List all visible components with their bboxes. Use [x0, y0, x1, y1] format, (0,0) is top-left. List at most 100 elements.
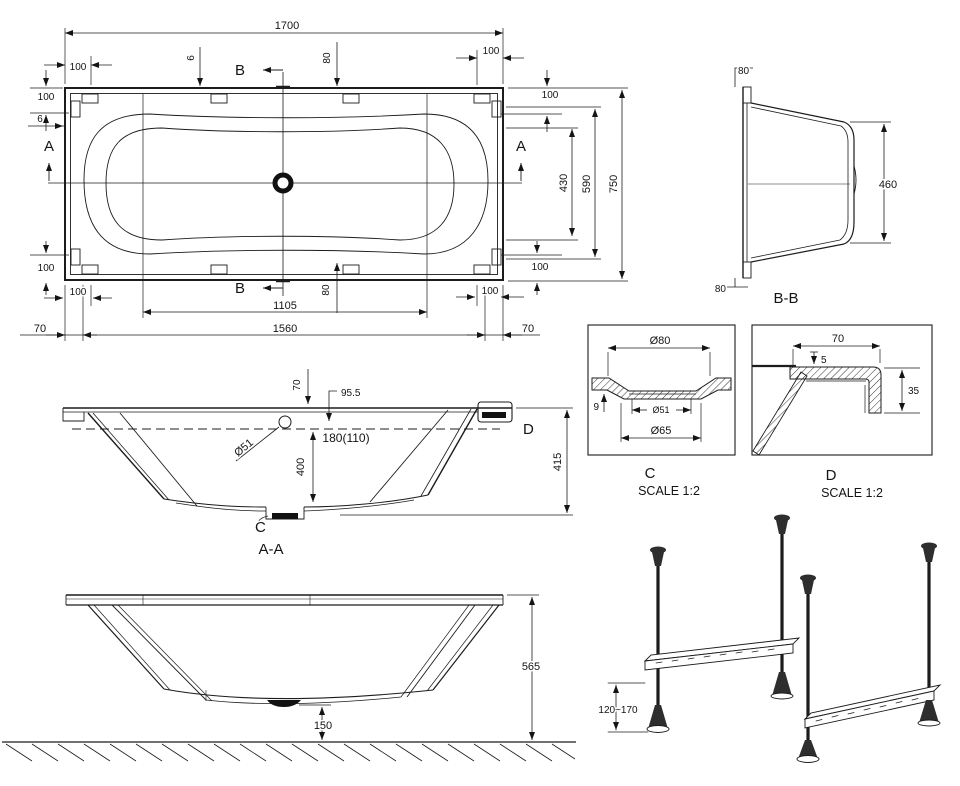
aa-detail-c-ref: C — [255, 519, 266, 536]
rail-slots — [815, 698, 919, 722]
fr-base-outer — [163, 688, 434, 700]
aa-overflow-hole — [278, 415, 292, 429]
dim-70-left: 70 — [34, 323, 46, 335]
mounting-frame-view: 120~170 — [597, 514, 942, 763]
plan-view: A A B B 1700 100 6 80 100 100 6 — [20, 19, 628, 341]
dim-100-right-bottom: 100 — [532, 262, 549, 273]
rod-cap-icon — [652, 552, 664, 566]
detail-c-view: Ø80 9 Ø51 Ø65 C SCALE 1:2 — [587, 324, 736, 500]
aa-right-wall-outer — [427, 408, 478, 496]
dim-dia51-aa: Ø51 — [232, 437, 256, 460]
fr-rim-ends — [65, 595, 504, 605]
bb-end-outer — [843, 121, 855, 245]
dim-dia65: Ø65 — [651, 425, 672, 437]
rod-cap-icon — [650, 546, 666, 554]
section-b-ticks — [276, 85, 290, 283]
dim-80-top: 80 — [322, 52, 333, 64]
detail-d-scale: SCALE 1:2 — [821, 486, 883, 500]
aa-right-wall-pair — [420, 408, 472, 497]
dim-100-top-left: 100 — [70, 62, 87, 73]
fr-left-slope-4 — [117, 604, 213, 702]
fr-right-slope-4 — [400, 604, 470, 698]
dim-95-5: 95.5 — [341, 388, 361, 399]
dim-180-110: 180(110) — [322, 431, 369, 445]
section-b-letter-bottom: B — [235, 280, 245, 297]
detail-c-scale: SCALE 1:2 — [638, 484, 700, 498]
adjustable-foot — [798, 740, 818, 759]
aa-drain-fitting — [272, 513, 298, 519]
tub-rim-inner — [70, 93, 498, 275]
bb-wall-top-outer — [750, 102, 845, 123]
bb-460-extensions — [850, 121, 891, 244]
fr-left-slope-2 — [93, 604, 171, 691]
frame-adjust-extensions — [607, 682, 649, 733]
detail-d-view: 70 5 35 D SCALE 1:2 — [751, 324, 933, 502]
dim-100-left-bottom: 100 — [38, 263, 55, 274]
rod-cap-icon — [802, 580, 814, 594]
dim-1700: 1700 — [275, 20, 299, 32]
c-rim-section — [591, 377, 732, 400]
dim-100-top-right: 100 — [483, 46, 500, 57]
dim-150: 150 — [314, 720, 332, 732]
detail-c-label: C — [645, 465, 656, 482]
detail-d-border — [751, 324, 933, 456]
dim-460: 460 — [879, 179, 897, 191]
rail-front-face — [644, 643, 794, 671]
dim-80-bb-top: 80 — [738, 66, 750, 77]
fr-rim-ticks — [142, 595, 311, 605]
bb-end-inner — [839, 125, 849, 241]
dim-590: 590 — [581, 175, 593, 193]
bowl-bottom-contour — [105, 127, 455, 241]
dim-120-170: 120~170 — [598, 705, 638, 716]
dim-6-top: 6 — [186, 55, 197, 61]
frame-rail-rear — [643, 514, 801, 733]
aa-right-wall-inner — [369, 409, 449, 503]
dim-100-left-top: 100 — [38, 92, 55, 103]
aa-floor-outer — [175, 499, 415, 512]
aa-left-wall-outer — [87, 412, 165, 500]
rod-cap-icon — [774, 514, 790, 522]
dim-70-d: 70 — [832, 333, 844, 345]
section-aa-label: A-A — [258, 541, 283, 558]
detail-d-label: D — [826, 467, 837, 484]
front-elevation-view: 565 150 — [2, 594, 576, 762]
rim-pads — [70, 93, 502, 275]
d-wall-section — [752, 371, 808, 456]
section-a-letter-right: A — [516, 138, 526, 155]
section-bb-view: 460 80 80 B-B — [713, 65, 898, 309]
section-aa-view: Ø51 70 95.5 180(110) 400 415 D C A-A — [62, 369, 573, 560]
dim-100-bottom-left: 100 — [70, 287, 87, 298]
aa-detail-c-leader — [257, 515, 269, 524]
dim-5: 5 — [821, 355, 827, 366]
fr-left-slope-3 — [111, 604, 207, 701]
foot-base — [796, 755, 820, 763]
section-b-letter-top: B — [235, 62, 245, 79]
dim-430: 430 — [558, 174, 570, 192]
fr-left-slope-1 — [87, 604, 165, 690]
floor-extent-lines — [142, 94, 428, 318]
dim-dia51-c: Ø51 — [652, 405, 669, 415]
dim-750: 750 — [608, 175, 620, 193]
rod-cap-icon — [923, 548, 935, 562]
threaded-rods-rear — [656, 526, 784, 708]
adjustable-foot — [648, 705, 668, 729]
aa-detail-d-marker — [477, 401, 513, 423]
dim-1105: 1105 — [273, 300, 297, 312]
fr-right-slope-3 — [406, 604, 476, 698]
plan-dimensions: 1700 100 6 80 100 100 6 100 — [20, 19, 628, 341]
section-a-letter-left: A — [44, 138, 54, 155]
aa-left-wall-pair — [92, 412, 170, 501]
fr-drain-bump — [267, 700, 301, 707]
fr-right-slope-1 — [432, 604, 500, 691]
foot-base — [646, 725, 670, 733]
dim-9: 9 — [593, 402, 599, 413]
adjustable-foot — [919, 700, 939, 723]
dim-70-aa: 70 — [292, 379, 303, 391]
aa-415-extensions — [340, 407, 573, 516]
dim-80-bottom: 80 — [321, 284, 332, 296]
aa-rim-edge-step — [482, 412, 506, 418]
rod-cap-icon — [776, 520, 788, 534]
adjustable-foot — [772, 672, 792, 696]
dim-100-bottom-right: 100 — [482, 286, 499, 297]
